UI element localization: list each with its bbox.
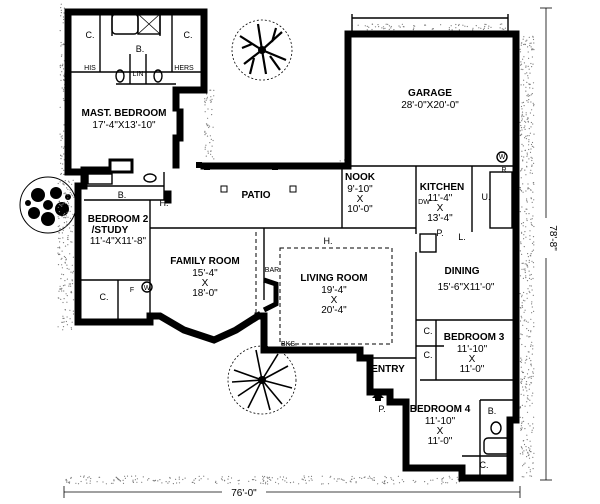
bath2-label: B. <box>118 190 127 200</box>
nook-label: NOOK <box>345 172 376 183</box>
living-room-size-h: 20'-4" <box>321 305 347 316</box>
width-dimension: 76'-0" <box>63 486 521 499</box>
ceiling-lines <box>255 232 393 345</box>
garage-size: 28'-0"X20'-0" <box>401 100 459 111</box>
bedroom4-size-h: 11'-0" <box>428 436 453 447</box>
bedroom4-size-x: X <box>437 426 444 437</box>
entry-arrow-icon <box>372 392 384 401</box>
pantry-label: P. <box>436 228 443 238</box>
porch-label: P. <box>378 404 385 414</box>
bedroom3-closet-label: C. <box>424 326 433 336</box>
dishwasher-label: DW <box>418 199 430 206</box>
freezer-label: F <box>130 287 134 294</box>
tree-icon <box>227 345 297 415</box>
kitchen-size-w: 11'-4" <box>428 193 453 204</box>
bath3-label: B. <box>488 406 497 416</box>
family-room-size-x: X <box>202 278 209 289</box>
interior-walls <box>68 12 516 478</box>
bar-label: BAR <box>265 267 279 274</box>
bookshelves-label: BKS. <box>281 341 297 348</box>
overall-depth-label: 78'-8" <box>547 225 558 251</box>
overall-width-label: 76'-0" <box>231 488 257 499</box>
master-bath-label: B. <box>136 44 145 54</box>
bedroom2-label-2: /STUDY <box>92 225 129 236</box>
patio-label: PATIO <box>241 190 270 201</box>
kitchen-label: KITCHEN <box>420 182 464 193</box>
tree-icon <box>231 19 293 81</box>
entry-label: ENTRY <box>371 364 405 375</box>
family-room-label: FAMILY ROOM <box>170 256 239 267</box>
bedroom4-label: BEDROOM 4 <box>410 404 471 415</box>
bedroom3-size-w: 11'-10" <box>457 344 488 355</box>
shrub-icon <box>19 176 77 234</box>
master-closet-right-label: C. <box>184 30 193 40</box>
depth-dimension: 78'-8" <box>540 7 558 481</box>
utility-label: U. <box>482 192 491 202</box>
kitchen-size-x: X <box>437 203 444 214</box>
bedroom3-label: BEDROOM 3 <box>444 332 505 343</box>
garage-door <box>351 14 509 34</box>
dining-size: 15'-6"X11'-0" <box>438 282 495 293</box>
exterior-walls <box>64 8 520 482</box>
garage-washer-label: W <box>499 154 506 161</box>
nook-size-x: X <box>357 194 364 205</box>
kitchen-size-h: 13'-4" <box>427 213 453 224</box>
dining-label: DINING <box>445 266 480 277</box>
bedroom2-label: BEDROOM 2 <box>88 214 149 225</box>
nook-size-w: 9'-10" <box>347 184 373 195</box>
linen-closet-label: LIN <box>133 71 144 78</box>
hall-west-label: H. <box>160 198 169 208</box>
linen-label: L. <box>458 232 466 242</box>
fixture-labels: HIS HERS LIN B. C. C. B. H. C. F W H. BA… <box>84 30 506 470</box>
fireplace <box>108 158 279 313</box>
washer-label: W <box>144 285 151 292</box>
his-label: HIS <box>84 65 96 72</box>
room-labels: MAST. BEDROOM 17'-4"X13'-10" GARAGE 28'-… <box>82 88 505 447</box>
family-room-size-h: 18'-0" <box>192 288 218 299</box>
hers-label: HERS <box>174 65 194 72</box>
bedroom3-size-x: X <box>469 354 476 365</box>
bedroom4-size-w: 11'-10" <box>425 416 456 427</box>
family-room-size-w: 15'-4" <box>192 268 218 279</box>
master-bedroom-label: MAST. BEDROOM <box>82 108 167 119</box>
bedroom2-closet-label: C. <box>100 292 109 302</box>
nook-size-h: 10'-0" <box>347 204 373 215</box>
refrigerator-label: R <box>501 167 506 174</box>
hall-center-label: H. <box>324 236 333 246</box>
master-closet-left-label: C. <box>86 30 95 40</box>
bedroom3-size-h: 11'-0" <box>460 364 485 375</box>
hall-closet-label: C. <box>424 350 433 360</box>
living-room-size-w: 19'-4" <box>321 285 347 296</box>
plumbing-fixtures <box>87 13 513 455</box>
patio-posts <box>196 162 297 193</box>
garage-label: GARAGE <box>408 88 452 99</box>
master-bedroom-size: 17'-4"X13'-10" <box>92 120 156 131</box>
living-room-label: LIVING ROOM <box>300 273 367 284</box>
bedroom4-closet-label: C. <box>480 460 489 470</box>
bedroom2-size: 11'-4"X11'-8" <box>90 236 147 247</box>
living-room-size-x: X <box>331 295 338 306</box>
